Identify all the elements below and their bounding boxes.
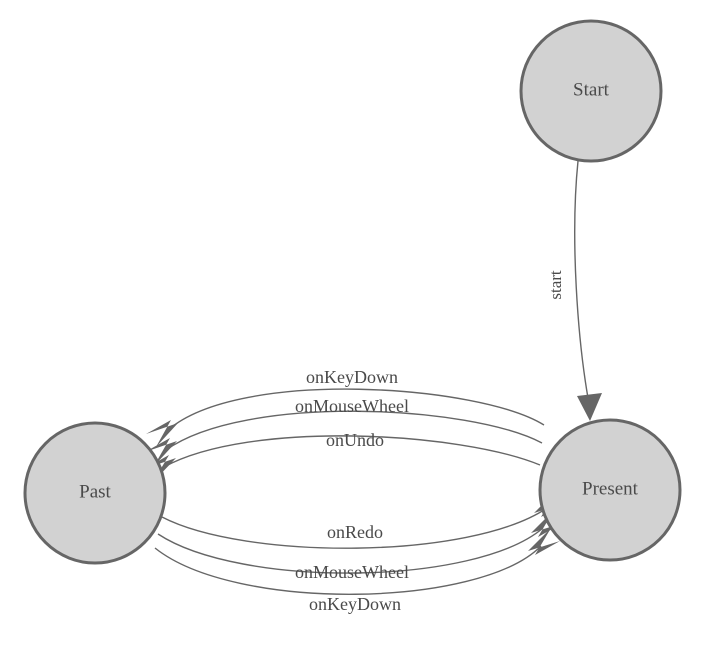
edge-past-to-present-onkeydown-path — [154, 545, 542, 595]
node-present-circle — [538, 418, 682, 562]
node-start-label: Start — [573, 79, 610, 100]
edge-past-to-present-onmousewheel[interactable]: onMouseWheel — [157, 510, 563, 582]
edge-past-to-present-onmousewheel-path — [157, 527, 544, 574]
edge-start-to-present-path — [574, 160, 589, 399]
edge-present-to-past-onundo[interactable]: onUndo — [144, 430, 541, 482]
edge-past-to-present-onmousewheel-arrowhead — [531, 510, 563, 537]
edge-start-to-present-arrowhead — [577, 393, 602, 421]
edge-label-start: start — [546, 270, 565, 300]
edge-present-to-past-onmousewheel[interactable]: onMouseWheel — [145, 396, 543, 466]
node-past[interactable]: Past — [23, 421, 167, 565]
edge-present-to-past-onmousewheel-path — [165, 410, 543, 451]
edge-label-past-to-present-onredo: onRedo — [327, 522, 383, 542]
edge-label-present-to-past-onundo: onUndo — [326, 430, 384, 450]
node-past-circle — [23, 421, 167, 565]
node-present[interactable]: Present — [538, 418, 682, 562]
edge-past-to-present-onredo[interactable]: onRedo — [161, 490, 566, 549]
edge-present-to-past-onundo-arrowhead — [144, 455, 176, 482]
node-present-label: Present — [582, 478, 639, 499]
node-start-circle — [519, 19, 663, 163]
node-start[interactable]: Start — [519, 19, 663, 163]
edge-label-present-to-past-onkeydown: onKeyDown — [306, 367, 398, 387]
edge-label-present-to-past-onmousewheel: onMouseWheel — [295, 396, 409, 416]
edge-present-to-past-onmousewheel-arrowhead — [145, 438, 177, 466]
edge-present-to-past-onkeydown-path — [167, 388, 545, 431]
edge-present-to-past-onundo-path — [163, 435, 541, 468]
edge-present-to-past-onkeydown[interactable]: onKeyDown — [146, 367, 545, 447]
edge-label-past-to-present-onkeydown: onKeyDown — [309, 594, 401, 614]
edge-past-to-present-onkeydown-arrowhead — [528, 528, 560, 555]
edge-label-past-to-present-onmousewheel: onMouseWheel — [295, 562, 409, 582]
node-past-label: Past — [79, 481, 111, 502]
edge-present-to-past-onkeydown-arrowhead — [146, 420, 178, 447]
edge-start-to-present[interactable]: start — [546, 160, 602, 421]
edge-past-to-present-onkeydown[interactable]: onKeyDown — [154, 528, 560, 614]
edge-past-to-present-onredo-path — [161, 507, 548, 549]
